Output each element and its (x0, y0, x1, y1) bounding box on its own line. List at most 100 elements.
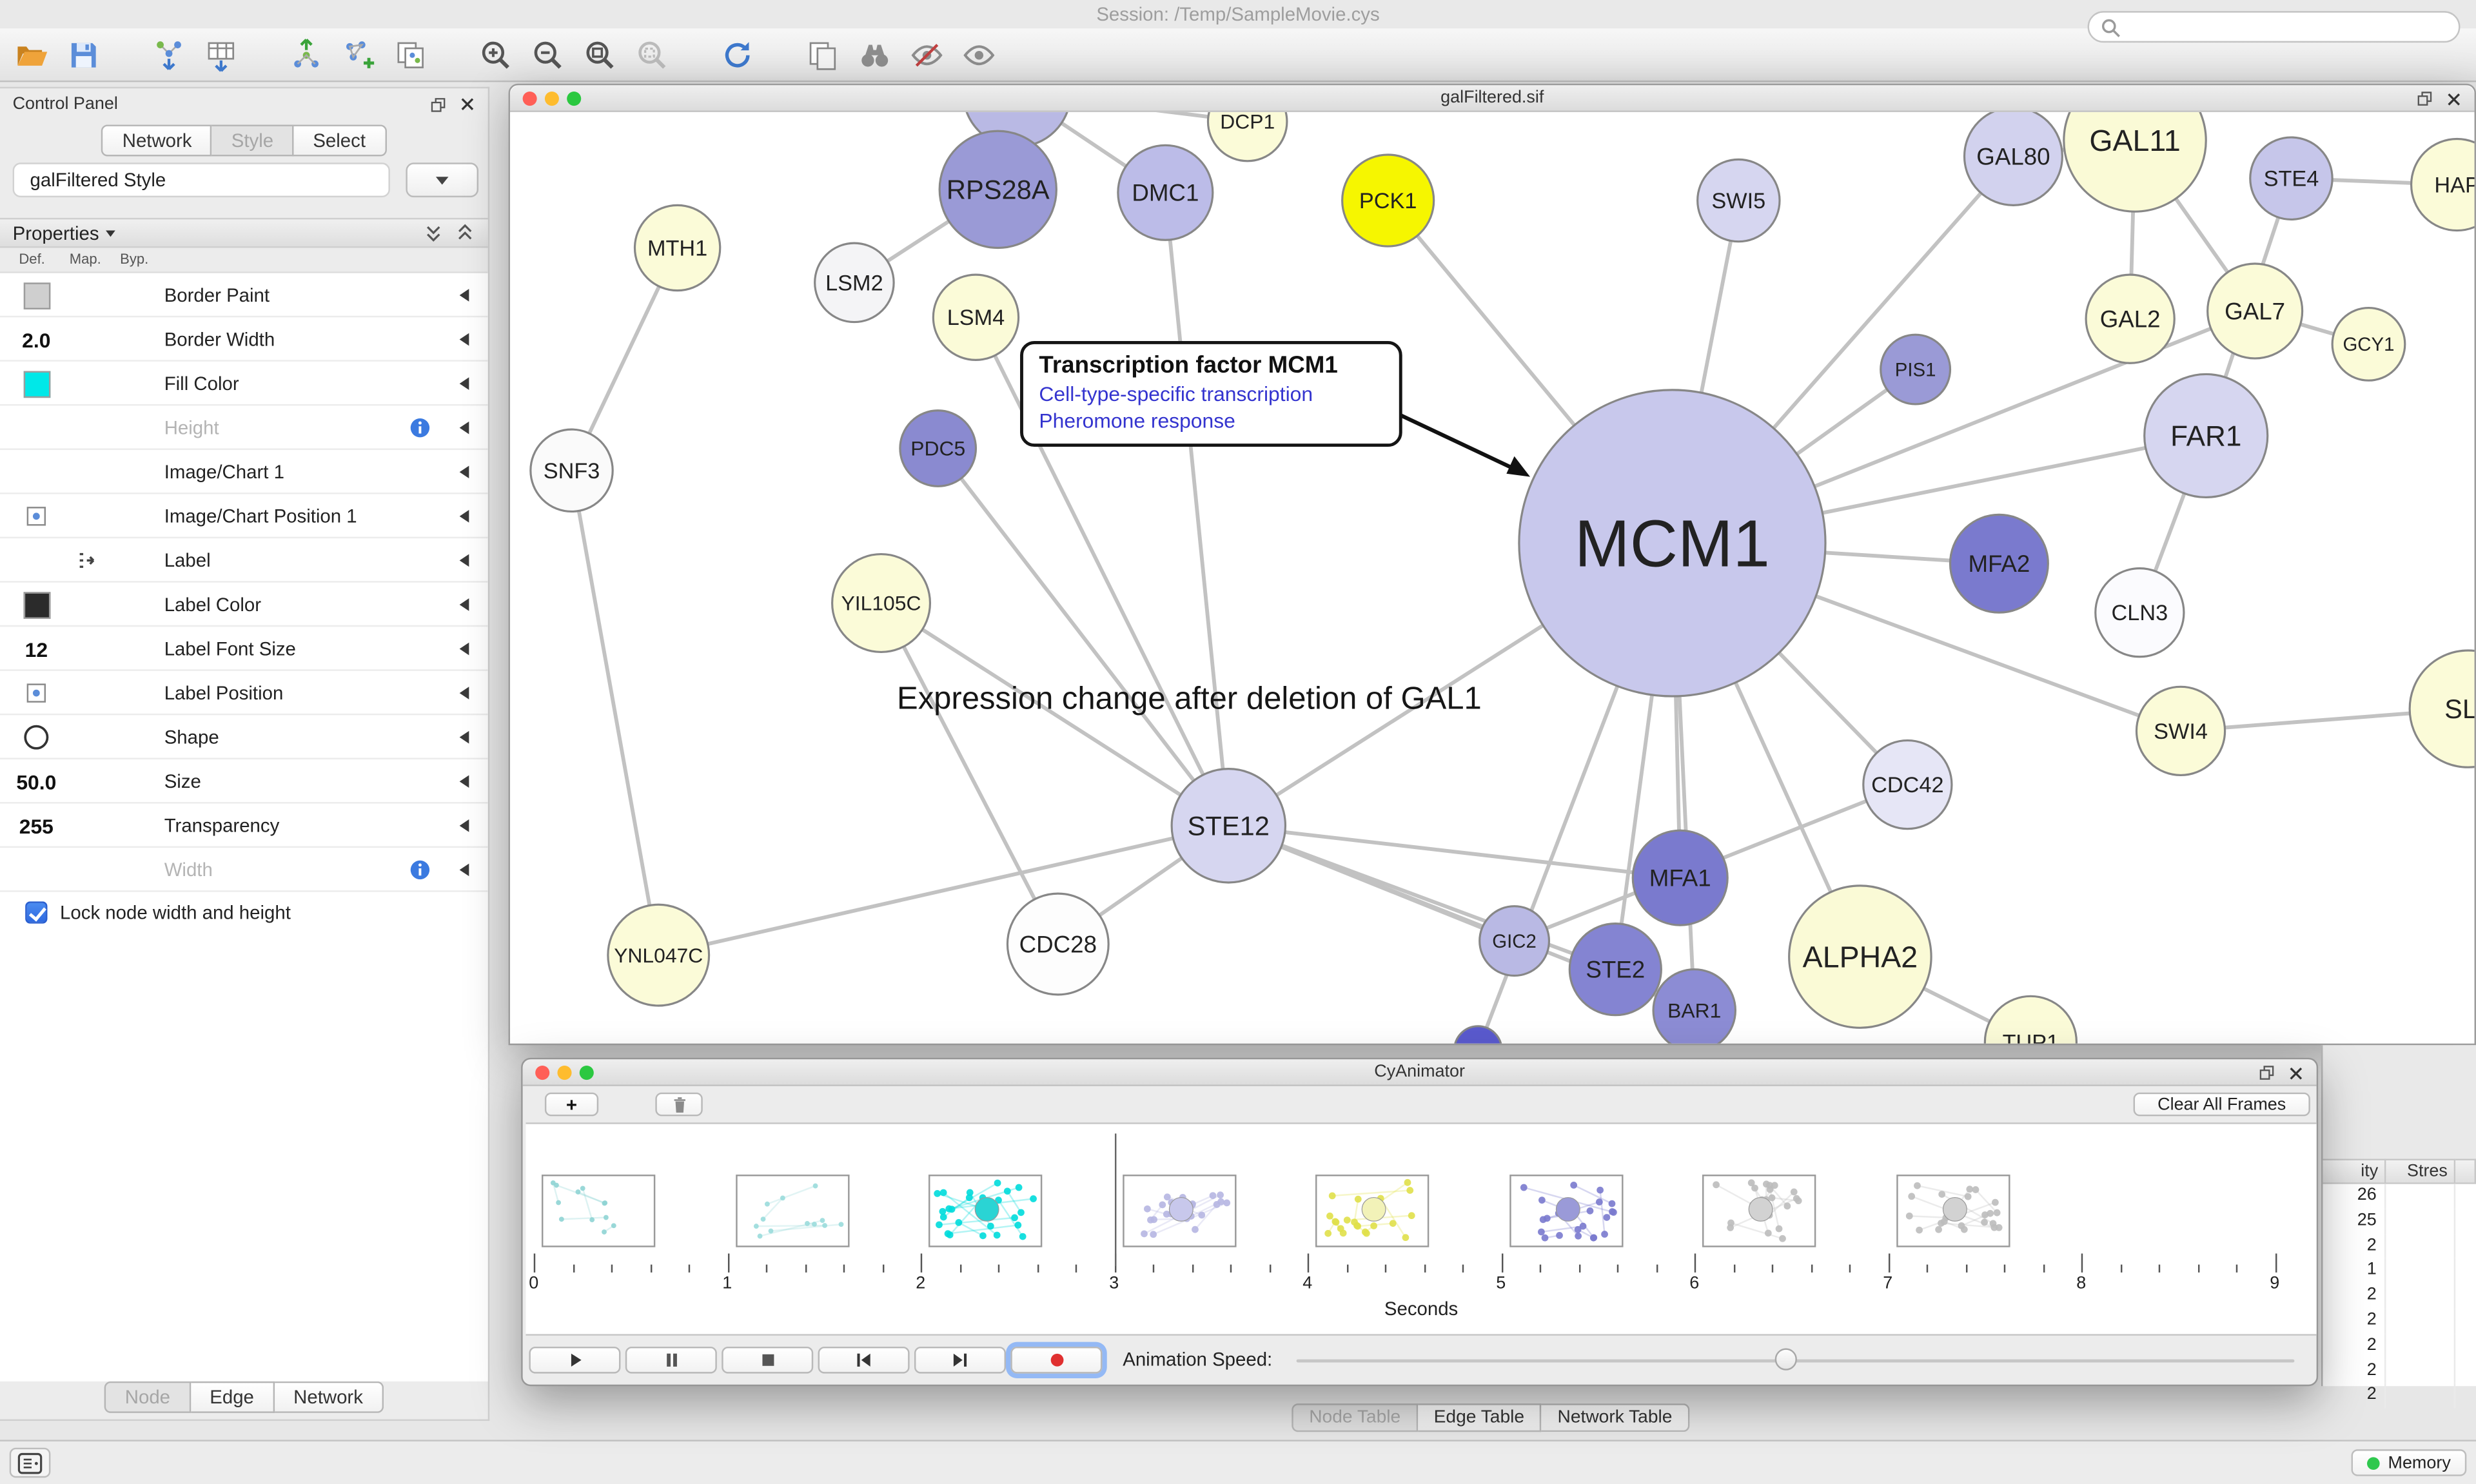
expand-mapping-icon[interactable] (459, 642, 469, 656)
expand-all-icon[interactable] (455, 222, 475, 243)
default-value-cell[interactable]: 255 (19, 808, 54, 843)
expand-mapping-icon[interactable] (459, 554, 469, 567)
table-cell-value[interactable]: 2 (2323, 1284, 2386, 1309)
clone-network-button[interactable] (391, 35, 429, 73)
node-STE2[interactable]: STE2 (1568, 923, 1662, 1017)
delete-frame-button[interactable] (655, 1092, 703, 1117)
default-value-cell[interactable] (19, 720, 54, 755)
close-window-icon[interactable] (522, 92, 537, 106)
node-DMC1[interactable]: DMC1 (1117, 144, 1214, 241)
default-value-cell[interactable] (19, 499, 54, 534)
clear-all-frames-button[interactable]: Clear All Frames (2133, 1092, 2310, 1117)
cp-tab-style[interactable]: Style (212, 124, 294, 157)
default-value-cell[interactable]: 2.0 (19, 322, 54, 357)
node-CDC42[interactable]: CDC42 (1862, 739, 1953, 830)
mapping-cell[interactable] (70, 543, 104, 578)
lock-size-checkbox[interactable] (25, 901, 48, 924)
table-cell-value[interactable]: 25 (2323, 1209, 2386, 1235)
node-HAP[interactable]: HAP (2410, 137, 2475, 232)
expand-mapping-icon[interactable] (459, 421, 469, 434)
frame-thumbnail-7[interactable] (1896, 1175, 2010, 1247)
expand-mapping-icon[interactable] (459, 465, 469, 479)
node-DCP1[interactable]: DCP1 (1206, 112, 1288, 162)
expand-mapping-icon[interactable] (459, 863, 469, 877)
style-selector[interactable]: galFiltered Style (12, 162, 390, 198)
table-cell-value[interactable]: 2 (2323, 1333, 2386, 1359)
node-BAR1[interactable]: BAR1 (1652, 968, 1737, 1044)
table-cell-value[interactable]: 2 (2323, 1383, 2386, 1409)
float-window-icon[interactable] (2416, 90, 2433, 108)
node-CDC28[interactable]: CDC28 (1006, 892, 1110, 996)
float-window-icon[interactable] (429, 95, 447, 113)
float-window-icon[interactable] (2258, 1064, 2275, 1082)
expand-mapping-icon[interactable] (459, 377, 469, 390)
node-SWI5[interactable]: SWI5 (1696, 158, 1781, 243)
default-value-cell[interactable] (19, 454, 54, 489)
default-value-cell[interactable] (19, 278, 54, 313)
apply-layout-button[interactable] (718, 35, 756, 73)
cp-tab-network[interactable]: Network (101, 124, 213, 157)
style-options-button[interactable] (406, 162, 479, 198)
node-GCY1[interactable]: GCY1 (2331, 306, 2406, 382)
play-button[interactable] (529, 1345, 621, 1373)
default-value-cell[interactable]: 50.0 (16, 764, 56, 799)
go-to-start-button[interactable] (818, 1345, 910, 1373)
node-YIL105C[interactable]: YIL105C (831, 553, 932, 654)
playhead[interactable] (1114, 1133, 1116, 1267)
new-network-button[interactable] (340, 35, 378, 73)
open-session-button[interactable] (13, 35, 51, 73)
default-value-cell[interactable] (19, 676, 54, 710)
table-cell-value[interactable]: 2 (2323, 1309, 2386, 1334)
search-input[interactable] (2128, 17, 2448, 37)
node-CLN3[interactable]: CLN3 (2094, 567, 2185, 658)
table-cell-value[interactable]: 1 (2323, 1258, 2386, 1284)
animation-speed-knob[interactable] (1774, 1348, 1796, 1371)
node-STE4[interactable]: STE4 (2249, 136, 2334, 221)
table-cell-value[interactable]: 2 (2323, 1234, 2386, 1259)
edge-CDC28-YIL105C[interactable] (879, 602, 1060, 945)
node-STE12[interactable]: STE12 (1170, 768, 1287, 884)
zoom-in-button[interactable] (477, 35, 515, 73)
memory-button[interactable]: Memory (2352, 1449, 2467, 1476)
frame-thumbnail-2[interactable] (928, 1175, 1043, 1247)
go-to-end-button[interactable] (914, 1345, 1007, 1373)
node-MTH1[interactable]: MTH1 (633, 204, 722, 292)
cp-table-tab-edge[interactable]: Edge (190, 1381, 275, 1413)
import-network-button[interactable] (150, 35, 188, 73)
edge-PDC5-STE12[interactable] (936, 447, 1230, 827)
show-all-button[interactable] (960, 35, 998, 73)
node-TUP1[interactable]: TUP1 (1983, 995, 2078, 1044)
edge-LSM4-STE12[interactable] (974, 316, 1230, 827)
node-MCM1[interactable]: MCM1 (1518, 389, 1827, 698)
node-SWI4[interactable]: SWI4 (2135, 685, 2226, 777)
zoom-window-icon[interactable] (579, 1066, 594, 1080)
expand-mapping-icon[interactable] (459, 730, 469, 744)
default-value-cell[interactable] (19, 366, 54, 401)
annotation-link[interactable]: Cell-type-specific transcription (1039, 382, 1313, 406)
close-window-icon[interactable] (2446, 91, 2461, 106)
expand-mapping-icon[interactable] (459, 819, 469, 832)
search-field[interactable] (2087, 11, 2461, 43)
column-header-stres[interactable]: Stres (2386, 1158, 2456, 1184)
frame-thumbnail-1[interactable] (735, 1175, 849, 1247)
node-GAL2[interactable]: GAL2 (2085, 273, 2176, 364)
table-tab-node-table[interactable]: Node Table (1292, 1403, 1419, 1432)
export-network-button[interactable] (288, 35, 326, 73)
frame-thumbnail-4[interactable] (1315, 1175, 1430, 1247)
node-LSM2[interactable]: LSM2 (814, 242, 895, 324)
record-button[interactable] (1010, 1345, 1103, 1373)
pause-button[interactable] (625, 1345, 717, 1373)
edge-SNF3-YNL047C[interactable] (569, 470, 661, 956)
frame-thumbnail-5[interactable] (1509, 1175, 1623, 1247)
node-PDC5[interactable]: PDC5 (899, 409, 978, 487)
node-PIS1[interactable]: PIS1 (1880, 333, 1952, 405)
expand-mapping-icon[interactable] (459, 510, 469, 523)
collapse-all-icon[interactable] (423, 222, 444, 243)
table-tab-network-table[interactable]: Network Table (1542, 1403, 1690, 1432)
add-frame-button[interactable]: + (544, 1092, 599, 1117)
expand-mapping-icon[interactable] (459, 598, 469, 611)
node-LSM4[interactable]: LSM4 (932, 273, 1020, 361)
expand-mapping-icon[interactable] (459, 333, 469, 346)
node-GAL11[interactable]: GAL11 (2063, 112, 2207, 213)
frame-thumbnail-6[interactable] (1702, 1175, 1816, 1247)
